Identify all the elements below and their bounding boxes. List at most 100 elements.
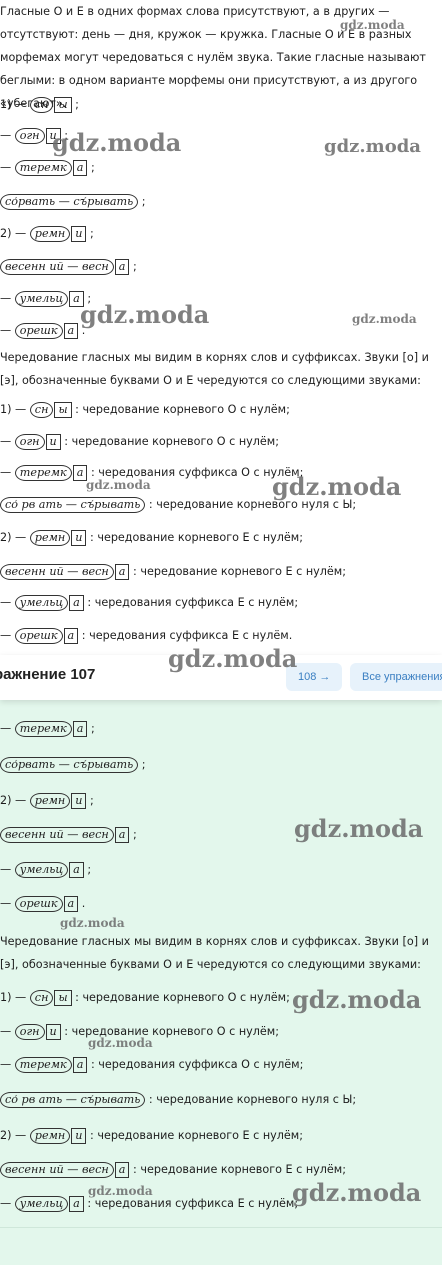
root-morpheme: теремк: [14, 465, 72, 481]
watermark: gdz.moda: [340, 18, 405, 32]
ending-morpheme: а: [63, 628, 79, 644]
ending-morpheme: а: [69, 595, 84, 611]
ending-morpheme: ы: [54, 990, 72, 1006]
watermark: gdz.moda: [168, 644, 298, 673]
line-prefix: —: [0, 1197, 15, 1210]
line-comment: : чередование корневого Е с нулём;: [86, 531, 303, 544]
root-morpheme: теремк: [14, 160, 72, 176]
line-comment: ;: [83, 863, 92, 876]
root-morpheme: со̒ рв ать — съ̒рывать: [0, 1092, 146, 1108]
ending-morpheme: ы: [54, 97, 72, 113]
line-prefix: 1) —: [0, 98, 30, 111]
line-prefix: —: [0, 435, 15, 448]
line-prefix: 2) —: [0, 1129, 30, 1142]
root-morpheme: огн: [14, 1024, 45, 1040]
line-comment: : чередование корневого Е с нулём;: [129, 565, 347, 578]
ending-morpheme: и: [71, 1128, 87, 1144]
line-comment: : чередование корневого нуля с Ы;: [145, 498, 357, 511]
line-comment: .: [78, 897, 86, 910]
intro-paragraph: Гласные О и Е в одних формах слова прису…: [0, 5, 426, 110]
root-morpheme: огн: [14, 434, 45, 450]
ending-morpheme: и: [71, 530, 87, 546]
root-morpheme: огн: [14, 128, 45, 144]
morpheme-line: со̒рвать — съ̒рывать ;: [0, 757, 146, 773]
root-morpheme: ремн: [29, 530, 71, 546]
ending-morpheme: и: [71, 793, 87, 809]
root-morpheme: сн: [29, 402, 54, 418]
line-prefix: —: [0, 129, 15, 142]
ending-morpheme: а: [63, 896, 79, 912]
morpheme-line: со̒ рв ать — съ̒рывать : чередование кор…: [0, 1092, 356, 1108]
paragraph-2: Чередование гласных мы видим в корнях сл…: [0, 351, 429, 387]
ending-morpheme: и: [45, 1024, 61, 1040]
watermark: gdz.moda: [86, 478, 151, 492]
morpheme-line: со̒рвать — съ̒рывать ;: [0, 194, 146, 210]
root-morpheme: умельц: [14, 1196, 69, 1212]
line-prefix: 2) —: [0, 227, 30, 240]
line-prefix: 1) —: [0, 991, 30, 1004]
line-prefix: —: [0, 863, 15, 876]
ending-morpheme: а: [69, 291, 84, 307]
all-exercises-button[interactable]: Все упражнения: [350, 663, 442, 691]
watermark: gdz.moda: [352, 312, 417, 326]
ending-morpheme: а: [114, 827, 130, 843]
line-prefix: —: [0, 324, 15, 337]
line-comment: ;: [87, 161, 95, 174]
watermark: gdz.moda: [52, 128, 182, 157]
line-prefix: —: [0, 1058, 15, 1071]
watermark: gdz.moda: [80, 300, 210, 329]
line-prefix: 2) —: [0, 794, 30, 807]
line-prefix: —: [0, 1025, 15, 1038]
root-morpheme: умельц: [14, 595, 69, 611]
root-morpheme: теремк: [14, 1057, 72, 1073]
morpheme-line: со̒ рв ать — съ̒рывать : чередование кор…: [0, 497, 356, 513]
ending-morpheme: а: [63, 323, 79, 339]
line-prefix: —: [0, 897, 15, 910]
root-morpheme: весенн ий — весн: [0, 564, 114, 580]
watermark: gdz.moda: [272, 472, 402, 501]
line-comment: ;: [87, 722, 95, 735]
watermark: gdz.moda: [88, 1184, 153, 1198]
line-comment: : чередование корневого Е с нулём;: [129, 1163, 347, 1176]
line-comment: ;: [129, 828, 137, 841]
line-comment: ;: [138, 195, 146, 208]
ending-morpheme: ы: [54, 402, 72, 418]
line-comment: : чередование корневого О с нулём;: [60, 1025, 280, 1038]
exercise-header: ражнение 107 108 → Все упражнения: [0, 655, 442, 700]
divider: [0, 1227, 442, 1228]
line-prefix: —: [0, 722, 15, 735]
watermark: gdz.moda: [292, 1178, 422, 1207]
line-comment: ;: [60, 129, 69, 142]
ending-morpheme: и: [45, 434, 61, 450]
line-prefix: 2) —: [0, 531, 30, 544]
line-comment: ;: [83, 292, 92, 305]
ending-morpheme: а: [72, 721, 88, 737]
next-exercise-button[interactable]: 108 →: [286, 663, 343, 691]
ending-morpheme: а: [72, 1057, 88, 1073]
line-comment: ;: [86, 227, 94, 240]
root-morpheme: ремн: [29, 226, 71, 242]
line-comment: : чередования суффикса Е с нулём;: [83, 596, 299, 609]
line-prefix: —: [0, 596, 15, 609]
root-morpheme: ремн: [29, 793, 71, 809]
line-comment: : чередование корневого Е с нулём;: [86, 1129, 303, 1142]
line-prefix: —: [0, 629, 15, 642]
line-comment: : чередования суффикса О с нулём;: [87, 1058, 304, 1071]
root-morpheme: теремк: [14, 721, 72, 737]
line-prefix: 1) —: [0, 403, 30, 416]
